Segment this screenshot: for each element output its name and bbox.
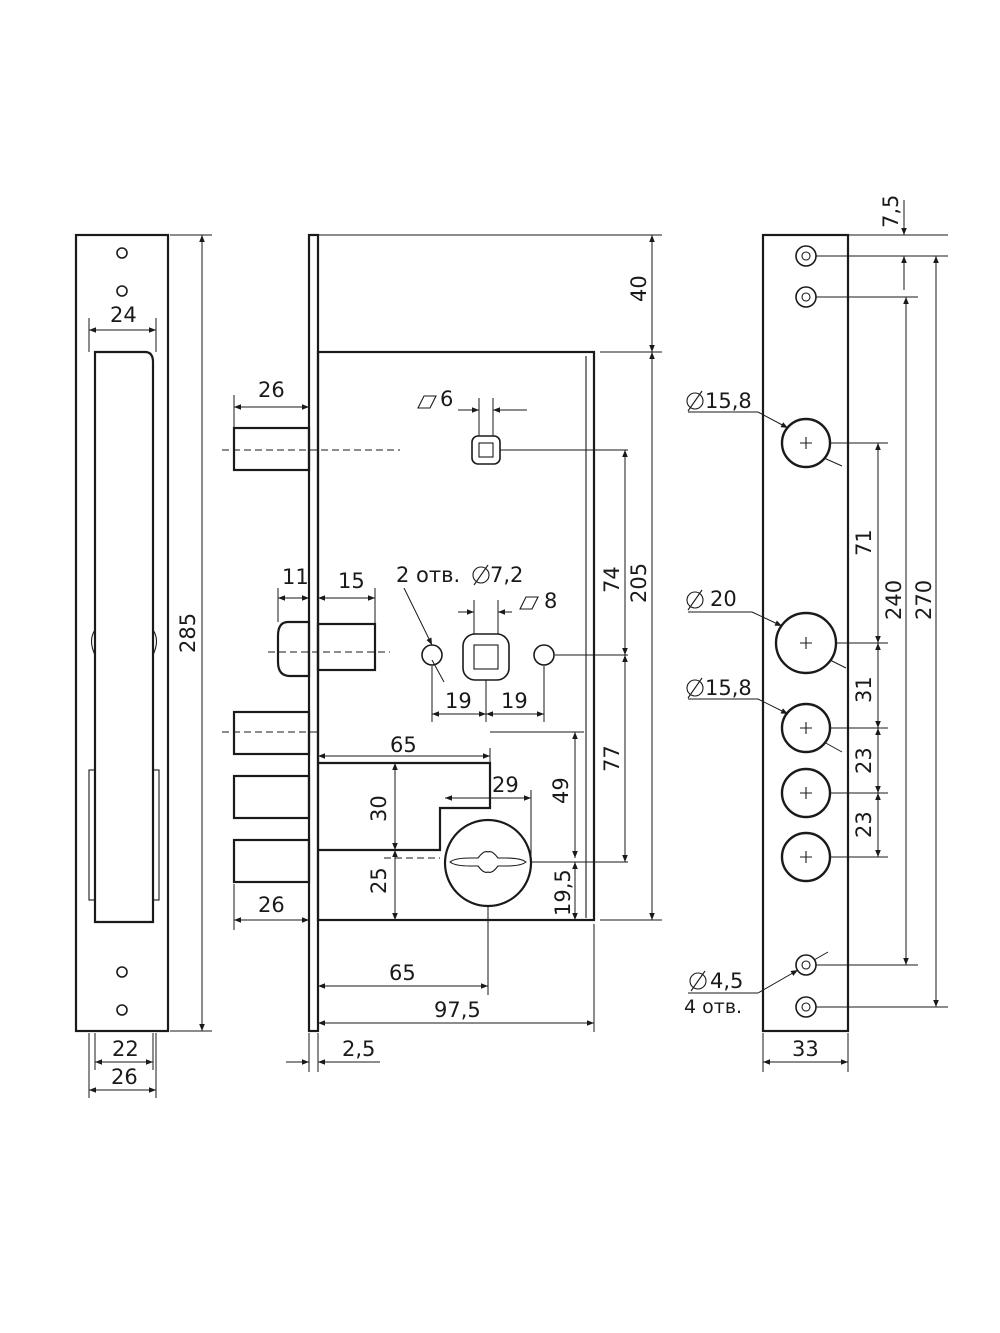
holes-diameter-label: 7,2 xyxy=(490,563,523,587)
dim-total-label: 270 xyxy=(912,580,936,620)
dim-width-label: 33 xyxy=(792,1037,819,1061)
latch-tail xyxy=(316,622,377,672)
screw-hole xyxy=(795,996,817,1018)
dim-top-screw-label: 7,5 xyxy=(879,195,903,228)
side-rib-right xyxy=(152,769,160,901)
dim-body-height-label: 205 xyxy=(627,563,651,603)
face-plate xyxy=(761,233,850,1033)
side-faceplate xyxy=(74,233,170,1033)
diameter-symbol xyxy=(686,392,704,410)
fixing-hole-right xyxy=(533,644,555,666)
dim-backset-label: 65 xyxy=(389,961,416,985)
dia-screw-label: 4,5 xyxy=(710,969,743,993)
spindle-top-square xyxy=(478,442,494,458)
square-symbol xyxy=(519,596,539,610)
front-view: 40 205 74 77 26 6 11 15 2 отв. 7,2 xyxy=(222,233,662,1072)
dim-cyl-offset-label: 29 xyxy=(492,773,519,797)
side-screw-hole xyxy=(116,247,128,259)
dim-body-width-label: 97,5 xyxy=(434,998,481,1022)
dim-latch-depth-label: 11 xyxy=(282,565,309,589)
dim-faceplate-inner-label: 24 xyxy=(110,303,137,327)
screw-note-label: 4 отв. xyxy=(684,996,742,1018)
bolt-slot xyxy=(318,761,492,852)
dim-slot-height-label: 30 xyxy=(367,795,391,822)
keyway xyxy=(449,851,527,873)
dim-hole-left-label: 19 xyxy=(445,689,472,713)
follower-hub xyxy=(462,633,510,681)
holes-note-label: 2 отв. xyxy=(396,563,460,587)
side-rib-left xyxy=(88,769,96,901)
dim-bolt-pitch-1-label: 23 xyxy=(852,747,876,774)
dim-bottom-inner-label: 22 xyxy=(112,1037,139,1061)
side-body xyxy=(93,350,155,924)
dim-slot-width-label: 65 xyxy=(390,733,417,757)
diameter-symbol xyxy=(686,679,704,697)
diameter-symbol xyxy=(689,972,707,990)
dim-screw-span-label: 240 xyxy=(882,580,906,620)
side-screw-hole xyxy=(116,966,128,978)
front-faceplate xyxy=(307,233,320,1033)
side-screw-hole xyxy=(116,285,128,297)
face-view: 7,5 270 240 71 31 23 23 15,8 20 15,8 xyxy=(684,195,948,1072)
fixing-hole-left xyxy=(421,644,443,666)
dim-spindle-square-label: 6 xyxy=(440,387,453,411)
deadbolt xyxy=(232,838,311,884)
dia-latch-label: 15,8 xyxy=(705,676,752,700)
deadbolt xyxy=(232,710,311,756)
dim-top-offset-label: 40 xyxy=(627,275,651,302)
dim-bottom-outer-label: 26 xyxy=(111,1065,138,1089)
dim-follower-square-label: 8 xyxy=(544,589,557,613)
dim-cyl-span-top-label: 71 xyxy=(852,529,876,556)
side-body-notch-left xyxy=(90,629,96,656)
cylinder-opening xyxy=(443,818,533,908)
side-screw-hole xyxy=(116,1004,128,1016)
diameter-symbol xyxy=(472,566,490,584)
side-view: 24 285 22 26 xyxy=(74,233,212,1098)
dim-height-label: 285 xyxy=(176,613,200,653)
dia-follower-label: 20 xyxy=(710,587,737,611)
dim-spindle-to-follower-label: 74 xyxy=(600,566,624,593)
deadbolt-top xyxy=(232,426,311,472)
spindle-top-hub xyxy=(471,435,501,465)
dim-bolt-bottom-label: 26 xyxy=(258,893,285,917)
dim-hole-right-label: 19 xyxy=(501,689,528,713)
dim-latch-length-label: 15 xyxy=(338,569,365,593)
screw-hole xyxy=(795,245,817,267)
dim-follower-to-cylinder-label: 77 xyxy=(600,745,624,772)
dia-cyl-top-label: 15,8 xyxy=(705,389,752,413)
follower-square xyxy=(473,644,499,670)
deadbolt xyxy=(232,774,311,820)
screw-hole xyxy=(795,286,817,308)
dim-cyl-to-bottom-label: 19,5 xyxy=(551,869,575,916)
dim-bolt-top-label: 26 xyxy=(258,378,285,402)
dim-cyl-height-label: 49 xyxy=(549,777,573,804)
diameter-symbol xyxy=(686,591,704,609)
dim-plate-thickness-label: 2,5 xyxy=(342,1037,375,1061)
dim-bolt-pitch-2-label: 23 xyxy=(852,811,876,838)
dim-cyl-below-slot-label: 25 xyxy=(367,867,391,894)
dim-follower-to-latch-label: 31 xyxy=(852,676,876,703)
latch-bolt xyxy=(276,620,311,678)
side-body-notch-right xyxy=(152,629,158,656)
screw-hole xyxy=(795,954,817,976)
square-symbol xyxy=(417,395,437,409)
